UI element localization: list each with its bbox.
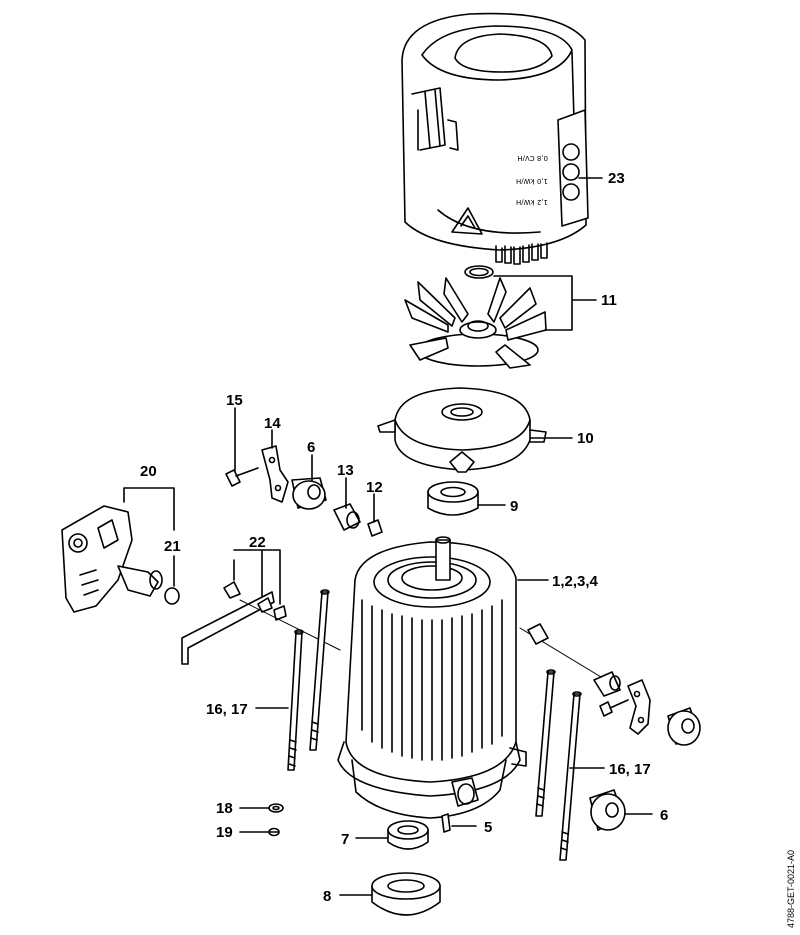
leader-22	[234, 550, 280, 604]
screw-15	[226, 468, 258, 486]
bracket-22	[182, 582, 286, 664]
terminal-housing-20	[62, 506, 162, 612]
clamp-14	[262, 446, 288, 502]
leader-20	[124, 488, 174, 530]
drawing-code: 4788-GET-0021-A0	[786, 849, 796, 928]
cover-plate-text-3: 1,2 kW/H	[516, 198, 548, 206]
callout-13: 13	[337, 462, 354, 479]
callout-6-upper: 6	[307, 439, 316, 456]
tie-rod-left-1	[288, 630, 303, 770]
bearing-upper	[428, 482, 478, 515]
key-5	[442, 814, 450, 832]
callout-21: 21	[164, 538, 181, 555]
screw-right	[528, 624, 548, 644]
callout-5: 5	[484, 819, 493, 836]
damper-right	[668, 708, 700, 745]
tie-rod-right-2	[560, 692, 581, 860]
nut-19	[269, 829, 279, 836]
sleeve-right	[594, 672, 620, 696]
damper-6-lower	[590, 790, 625, 830]
motor-cover	[402, 14, 588, 264]
callout-16-17-left: 16, 17	[206, 701, 248, 718]
stator-housing	[338, 537, 526, 818]
sleeve-13	[334, 504, 360, 530]
callout-23: 23	[608, 170, 625, 187]
tie-rod-right-1	[536, 670, 555, 816]
callout-6-lower: 6	[660, 807, 669, 824]
callout-7: 7	[341, 831, 350, 848]
callout-9: 9	[510, 498, 519, 515]
callout-22: 22	[249, 534, 266, 551]
callout-1234: 1,2,3,4	[552, 573, 598, 590]
damper-6-upper	[292, 478, 326, 509]
shaft-seal-7	[388, 821, 428, 849]
screw-12	[368, 520, 382, 536]
screw-right-2	[600, 700, 628, 716]
bearing-lower-8	[372, 873, 440, 915]
tie-rod-left-2	[310, 590, 329, 750]
callout-11: 11	[601, 292, 617, 309]
callout-16-17-right: 16, 17	[609, 761, 651, 778]
callout-20: 20	[140, 463, 157, 480]
callout-15: 15	[226, 392, 243, 409]
fan	[405, 266, 546, 368]
cover-plate-text-1: 0,8 CV/H	[517, 154, 548, 162]
end-shield	[378, 388, 546, 472]
callout-10: 10	[577, 430, 594, 447]
clamp-right	[628, 680, 650, 734]
callout-18: 18	[216, 800, 233, 817]
callout-12: 12	[366, 479, 383, 496]
callout-19: 19	[216, 824, 233, 841]
callout-14: 14	[264, 415, 281, 432]
washer-18	[269, 804, 283, 812]
leader-11	[494, 276, 596, 330]
cover-plate-text-2: 1,0 kW/H	[516, 177, 548, 185]
callout-8: 8	[323, 888, 332, 905]
o-ring-21	[165, 588, 179, 604]
